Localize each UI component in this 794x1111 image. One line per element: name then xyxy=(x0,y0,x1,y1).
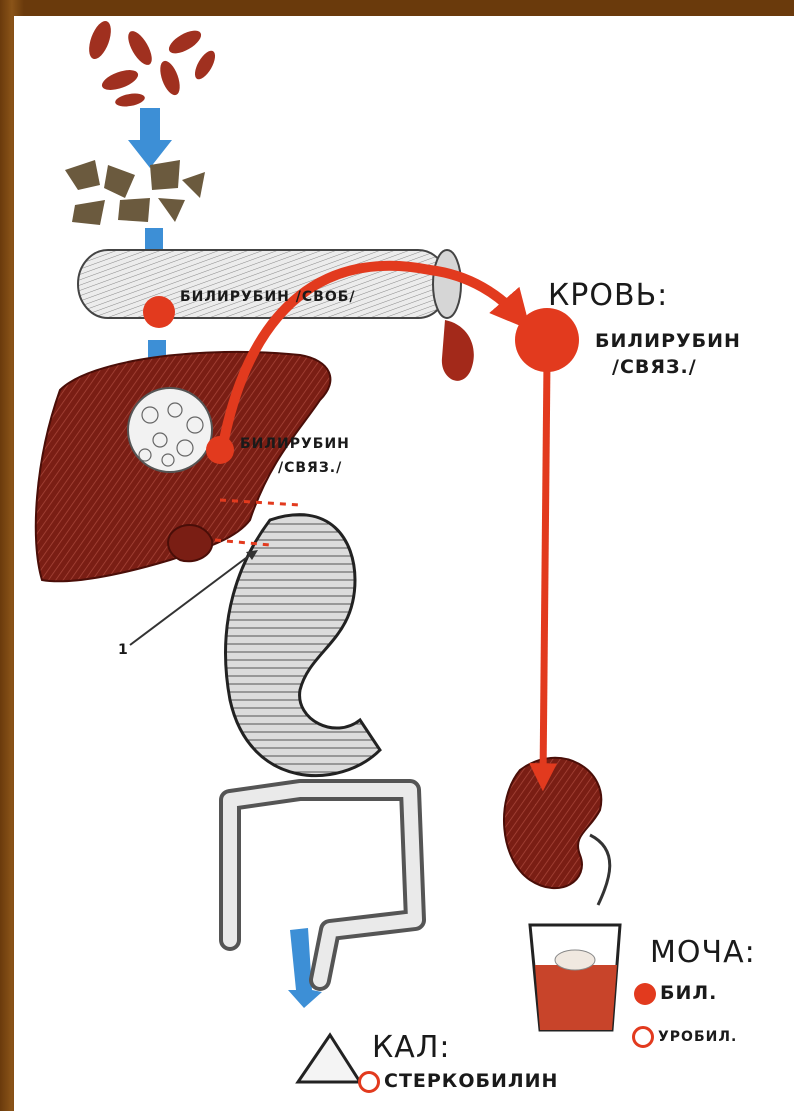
blood-vessel xyxy=(78,250,461,318)
heme-fragments xyxy=(65,160,205,225)
feces-title: КАЛ: xyxy=(372,1030,451,1065)
red-blood-cells xyxy=(85,18,219,108)
open-dot-icon xyxy=(632,1026,654,1048)
liver-bilirubin-label: БИЛИРУБИН xyxy=(240,436,350,452)
free-bilirubin-node xyxy=(143,296,175,328)
blood-bilirubin-sub-label: /СВЯЗ./ xyxy=(612,356,697,378)
open-dot-icon xyxy=(358,1071,380,1093)
marker-number: 1 xyxy=(118,642,129,658)
liver-bilirubin-sub-label: /СВЯЗ./ xyxy=(278,460,342,476)
kidney xyxy=(504,758,610,905)
urine-urobilin-row: УРОБИЛ. xyxy=(632,1026,737,1048)
urine-glass xyxy=(530,925,620,1030)
urine-bilirubin-row: БИЛ. xyxy=(634,982,717,1005)
blood-title: КРОВЬ: xyxy=(548,278,668,313)
liver-bilirubin-node xyxy=(206,436,234,464)
blood-bilirubin-node xyxy=(515,308,579,372)
large-intestine-outline xyxy=(230,790,415,980)
feces-icon xyxy=(298,1035,360,1082)
urine-bilirubin-label: БИЛ. xyxy=(660,982,717,1004)
blood-bilirubin-label: БИЛИРУБИН xyxy=(595,330,741,352)
filled-dot-icon xyxy=(634,983,656,1005)
urine-urobilin-label: УРОБИЛ. xyxy=(658,1029,737,1045)
urine-title: МОЧА: xyxy=(650,935,756,970)
feces-stercobilin-row: СТЕРКОБИЛИН xyxy=(358,1070,558,1093)
feces-stercobilin-label: СТЕРКОБИЛИН xyxy=(384,1070,558,1092)
free-bilirubin-label: БИЛИРУБИН /СВОБ/ xyxy=(180,289,356,305)
